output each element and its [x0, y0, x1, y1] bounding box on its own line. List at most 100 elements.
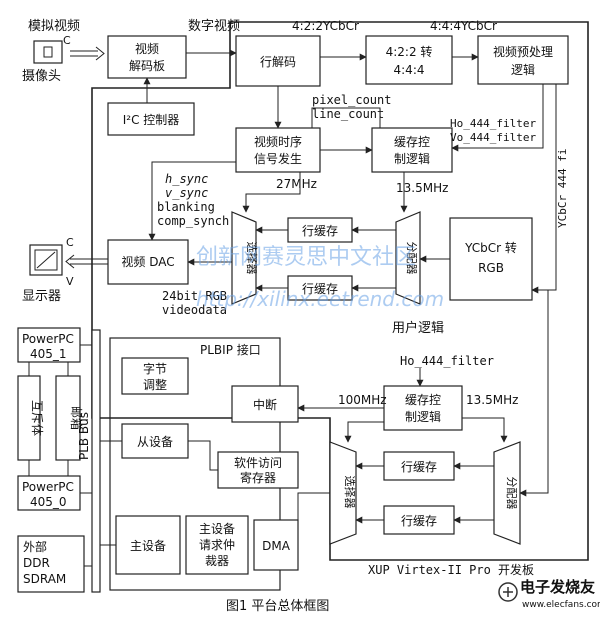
- user-logic-label: 用户逻辑: [392, 320, 444, 336]
- svg-text:PLB Bus: PLB Bus: [77, 412, 91, 460]
- svg-text:DDR: DDR: [23, 556, 50, 570]
- master-box[interactable]: 主设备: [115, 515, 181, 575]
- camera-label: 摄像头: [22, 69, 61, 84]
- fmt-444-label: 4:4:4YCbCr: [430, 19, 497, 33]
- video-decoder-box[interactable]: 视频 解码板: [107, 35, 187, 79]
- video-dac-box[interactable]: 视频 DAC: [107, 239, 189, 285]
- vo-filter-label: Vo_444_filter: [450, 131, 536, 144]
- svg-text:I²C 控制器: I²C 控制器: [123, 113, 180, 127]
- rgb-bits-label: 24bit RGB: [162, 289, 227, 303]
- i2c-controller-box[interactable]: I²C 控制器: [107, 102, 195, 136]
- comp-synch-label: comp_synch: [157, 214, 229, 228]
- svg-text:邮箱: 邮箱: [69, 406, 84, 430]
- timing-gen-box[interactable]: 视频时序 信号发生: [235, 127, 321, 173]
- ho-filter-bottom-label: Ho_444_filter: [400, 354, 494, 368]
- line-decode-box[interactable]: 行解码: [235, 35, 321, 87]
- interrupt-box[interactable]: 中断: [231, 385, 299, 423]
- byte-adjust-box[interactable]: 字节 调整: [121, 357, 189, 395]
- board-label: XUP Virtex-II Pro 开发板: [368, 562, 534, 577]
- buffer-ctrl-top-box[interactable]: 缓存控 制逻辑: [371, 127, 453, 173]
- freq-135-bottom-label: 13.5MHz: [466, 393, 518, 407]
- svg-text:软件访问: 软件访问: [234, 456, 282, 470]
- sw-regs-box[interactable]: 软件访问 寄存器: [217, 451, 299, 489]
- svg-text:缓存控: 缓存控: [394, 135, 430, 149]
- svg-text:制逻辑: 制逻辑: [405, 410, 441, 424]
- conv-422-444-box[interactable]: 4:2:2 转 4:4:4: [365, 35, 453, 85]
- monitor-icon: C V: [29, 236, 74, 288]
- svg-text:行缓存: 行缓存: [302, 282, 338, 296]
- svg-text:行缓存: 行缓存: [401, 460, 437, 474]
- selector-top[interactable]: 选择器: [231, 211, 259, 305]
- watermark-cn: 创新网赛灵思中文社区: [196, 245, 416, 270]
- svg-text:视频预处理: 视频预处理: [493, 44, 553, 59]
- svg-text:www.elecfans.com: www.elecfans.com: [522, 600, 600, 610]
- mutex-box[interactable]: 互斥体: [17, 375, 44, 461]
- svg-text:C: C: [63, 34, 71, 47]
- svg-text:行缓存: 行缓存: [401, 514, 437, 528]
- svg-text:视频时序: 视频时序: [254, 134, 302, 149]
- plbip-label: PLBIP 接口: [200, 342, 261, 357]
- line-buffer-top-1[interactable]: 行缓存: [287, 217, 353, 243]
- ppc-405-1-box[interactable]: PowerPC 405_1: [17, 327, 81, 363]
- svg-text:视频 DAC: 视频 DAC: [121, 254, 174, 269]
- svg-text:互斥体: 互斥体: [30, 400, 44, 436]
- svg-text:4:2:2 转: 4:2:2 转: [386, 44, 433, 59]
- line-buffer-bottom-2[interactable]: 行缓存: [383, 505, 455, 535]
- v-sync-label: v_sync: [165, 186, 208, 200]
- elecfans-logo: 电子发烧友 www.elecfans.com: [498, 578, 600, 610]
- freq-135-top-label: 13.5MHz: [396, 181, 448, 195]
- mailbox-box[interactable]: 邮箱: [55, 375, 84, 461]
- analog-video-label: 模拟视频: [28, 19, 80, 34]
- line-buffer-bottom-1[interactable]: 行缓存: [383, 451, 455, 481]
- svg-text:裁器: 裁器: [205, 554, 229, 568]
- svg-text:外部: 外部: [23, 539, 47, 554]
- arbiter-box[interactable]: 主设备 请求仲 裁器: [185, 515, 249, 575]
- svg-text:选择器: 选择器: [245, 242, 259, 275]
- svg-text:4:4:4: 4:4:4: [394, 63, 425, 77]
- ppc-405-0-box[interactable]: PowerPC 405_0: [17, 475, 81, 511]
- svg-text:电子发烧友: 电子发烧友: [520, 578, 595, 596]
- svg-text:寄存器: 寄存器: [240, 470, 276, 485]
- svg-text:视频: 视频: [135, 41, 159, 56]
- pixel-count-label: pixel_count: [312, 93, 391, 107]
- dma-box[interactable]: DMA: [253, 519, 299, 571]
- watermark-url: http://xilinx.eetrend.com: [196, 287, 444, 311]
- svg-text:行解码: 行解码: [260, 55, 296, 69]
- svg-text:缓存控: 缓存控: [405, 393, 441, 407]
- ycbcr-rgb-box[interactable]: YCbCr 转 RGB: [449, 217, 533, 301]
- slave-box[interactable]: 从设备: [121, 423, 189, 459]
- svg-text:PowerPC: PowerPC: [22, 480, 74, 494]
- svg-text:主设备: 主设备: [199, 522, 235, 536]
- distributor-top[interactable]: 分配器: [395, 211, 421, 305]
- line-buffer-top-2[interactable]: 行缓存: [287, 275, 353, 301]
- svg-text:405_1: 405_1: [30, 347, 67, 361]
- buffer-ctrl-bottom-box[interactable]: 缓存控 制逻辑: [383, 385, 463, 431]
- h-sync-label: h_sync: [165, 172, 208, 186]
- fmt-422-label: 4:2:2YCbCr: [292, 19, 359, 33]
- ext-ddr-box[interactable]: 外部 DDR SDRAM: [17, 535, 85, 593]
- svg-text:PowerPC: PowerPC: [22, 332, 74, 346]
- analog-link: [70, 50, 98, 57]
- selector-bottom[interactable]: 选择器: [329, 441, 357, 545]
- svg-text:405_0: 405_0: [30, 495, 67, 509]
- freq-27-label: 27MHz: [276, 177, 317, 191]
- video-preprocess-box[interactable]: 视频预处理 逻辑: [477, 35, 569, 85]
- svg-text:从设备: 从设备: [137, 435, 173, 449]
- svg-text:信号发生: 信号发生: [254, 151, 302, 166]
- svg-text:YCbCr 转: YCbCr 转: [464, 240, 517, 255]
- ho-filter-top-label: Ho_444_filter: [450, 117, 536, 130]
- board-outline: [91, 21, 589, 561]
- svg-text:DMA: DMA: [262, 539, 291, 553]
- svg-text:RGB: RGB: [478, 261, 504, 275]
- svg-text:选择器: 选择器: [343, 476, 357, 509]
- svg-text:字节: 字节: [143, 361, 167, 376]
- svg-text:V: V: [66, 275, 74, 288]
- distributor-bottom[interactable]: 分配器: [493, 441, 521, 545]
- freq-100-label: 100MHz: [338, 393, 387, 407]
- svg-text:SDRAM: SDRAM: [23, 572, 66, 586]
- svg-text:解码板: 解码板: [129, 59, 165, 73]
- svg-text:分配器: 分配器: [405, 242, 418, 275]
- line-count-label: line_count: [312, 107, 384, 121]
- svg-text:中断: 中断: [253, 397, 277, 412]
